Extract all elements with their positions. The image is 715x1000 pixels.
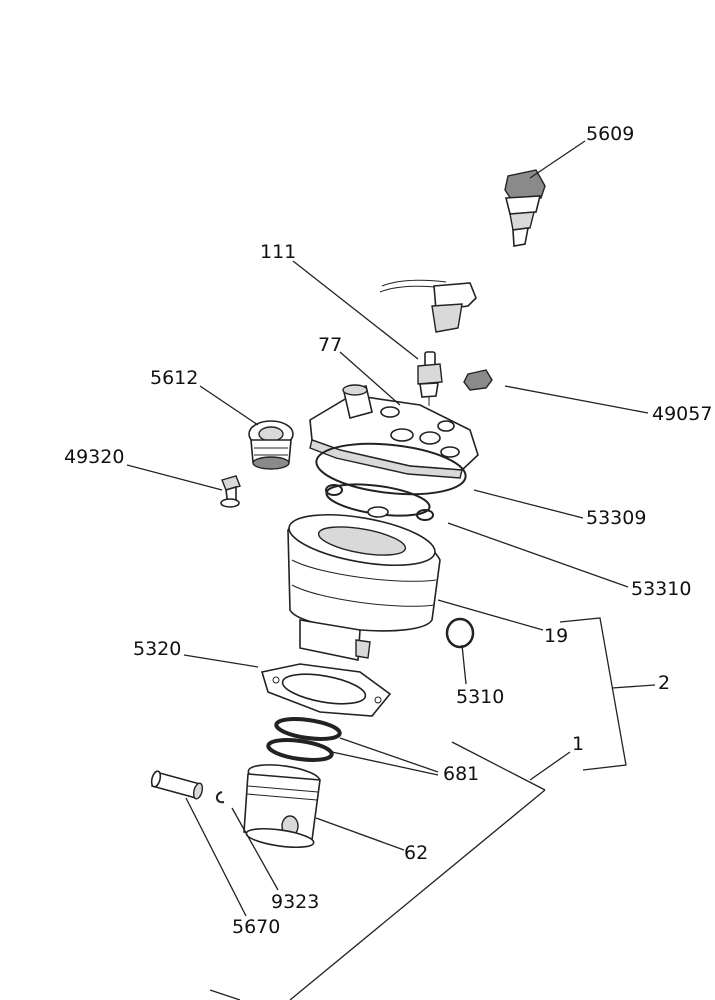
leader-lines xyxy=(126,140,649,917)
callout-111: 111 xyxy=(260,241,296,263)
callout-681: 681 xyxy=(443,763,479,785)
callout-49057: 49057 xyxy=(652,403,712,425)
callout-19: 19 xyxy=(544,625,568,647)
exhaust-o-ring xyxy=(445,617,475,649)
callout-5609: 5609 xyxy=(586,123,634,145)
spark-plug-cap xyxy=(379,279,477,333)
assembly-bracket-2 xyxy=(559,617,656,771)
callout-5612: 5612 xyxy=(150,367,198,389)
nut xyxy=(463,369,493,391)
base-gasket xyxy=(260,663,392,717)
callout-2: 2 xyxy=(658,672,670,694)
callout-9323: 9323 xyxy=(271,891,319,913)
callout-5310: 5310 xyxy=(456,686,504,708)
head-gasket-o-ring xyxy=(315,442,467,496)
thermostat xyxy=(248,420,294,470)
callout-labels: 5609 111 77 5612 49057 49320 53309 53310… xyxy=(64,123,712,938)
assembly-bracket-1 xyxy=(209,741,571,1000)
callout-77: 77 xyxy=(318,334,342,356)
head-o-rings xyxy=(325,483,434,521)
temperature-sensor xyxy=(504,169,546,247)
spark-plug xyxy=(417,351,443,406)
bolt xyxy=(220,475,241,508)
callout-5320: 5320 xyxy=(133,638,181,660)
cylinder xyxy=(287,514,441,661)
piston xyxy=(243,764,321,849)
piston-pin xyxy=(150,770,204,800)
callout-53310: 53310 xyxy=(631,578,691,600)
circlip xyxy=(216,791,225,804)
callout-1: 1 xyxy=(572,733,584,755)
callout-5670: 5670 xyxy=(232,916,280,938)
piston-rings xyxy=(266,717,342,762)
callout-49320: 49320 xyxy=(64,446,124,468)
cylinder-head xyxy=(309,384,479,479)
callout-62: 62 xyxy=(404,842,428,864)
callout-53309: 53309 xyxy=(586,507,646,529)
